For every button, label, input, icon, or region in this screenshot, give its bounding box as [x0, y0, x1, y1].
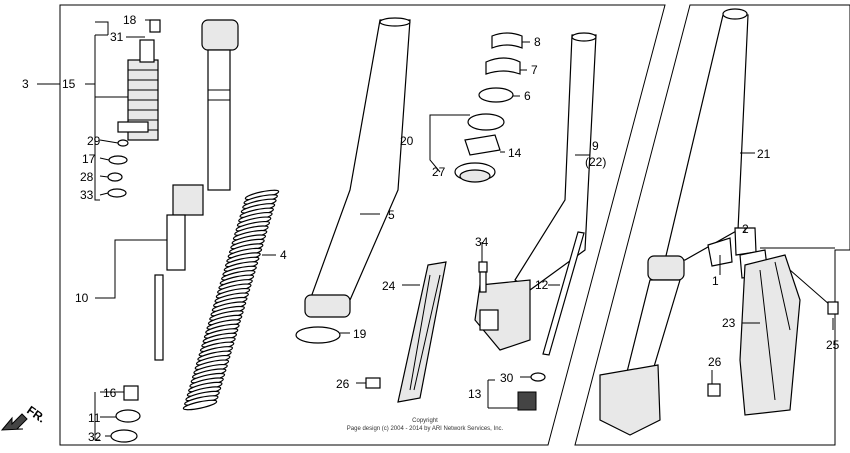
label-5: 5 — [388, 208, 395, 222]
label-23: 23 — [722, 316, 736, 330]
bolt-26a — [365, 377, 381, 389]
label-25: 25 — [826, 338, 840, 352]
bottom-bolt-parts — [110, 385, 141, 443]
label-18: 18 — [123, 13, 137, 27]
damper-rod — [154, 19, 239, 361]
fork-guard — [397, 261, 447, 403]
bolt-26b — [707, 383, 721, 397]
right-panel-outline — [574, 4, 850, 446]
bolt-25 — [827, 301, 839, 315]
fork-slider — [474, 32, 597, 351]
label-29: 29 — [87, 134, 101, 148]
seal-stack — [454, 32, 523, 183]
label-16: 16 — [103, 386, 117, 400]
complete-fork — [599, 8, 749, 436]
label-21: 21 — [757, 147, 771, 161]
rod-12 — [542, 231, 585, 356]
copyright-line2: Page design (c) 2004 - 2014 by ARI Netwo… — [347, 426, 504, 432]
drain-bolt-parts — [517, 372, 546, 411]
outer-tube — [304, 17, 411, 318]
label-33: 33 — [80, 188, 94, 202]
part-labels: 3 15 18 31 29 17 28 33 10 16 11 32 4 5 1… — [22, 13, 840, 444]
front-arrow: FR. — [0, 403, 48, 431]
label-19: 19 — [353, 327, 367, 341]
label-30: 30 — [500, 371, 514, 385]
label-10: 10 — [75, 291, 89, 305]
damper-cartridge — [117, 19, 161, 141]
label-24: 24 — [382, 279, 396, 293]
label-12: 12 — [535, 278, 549, 292]
label-32: 32 — [88, 430, 102, 444]
fork-spring — [182, 189, 280, 411]
label-9: 9 — [592, 139, 599, 153]
label-1: 1 — [712, 274, 719, 288]
left-panel-outline — [59, 4, 666, 446]
label-26b: 26 — [708, 355, 722, 369]
label-14: 14 — [508, 146, 522, 160]
o-ring-19 — [295, 326, 341, 344]
label-9-sub: (22) — [585, 155, 606, 169]
front-indicator-label: FR. — [24, 403, 48, 426]
label-3: 3 — [22, 77, 29, 91]
leader-lines — [37, 19, 834, 441]
fork-guard-23 — [739, 254, 831, 416]
label-6: 6 — [524, 89, 531, 103]
label-20: 20 — [400, 134, 414, 148]
label-4: 4 — [280, 248, 287, 262]
label-13: 13 — [468, 387, 482, 401]
label-17: 17 — [82, 152, 96, 166]
label-7: 7 — [531, 63, 538, 77]
small-washers — [107, 139, 129, 198]
spring-coil — [182, 399, 218, 411]
label-34: 34 — [475, 235, 489, 249]
label-2: 2 — [742, 222, 749, 236]
label-8: 8 — [534, 35, 541, 49]
label-26a: 26 — [336, 377, 350, 391]
label-11: 11 — [88, 411, 101, 425]
label-31: 31 — [110, 30, 124, 44]
label-27: 27 — [432, 165, 446, 179]
label-28: 28 — [80, 170, 94, 184]
copyright-line1: Copyright — [412, 418, 438, 424]
label-15: 15 — [62, 77, 76, 91]
bolt-34 — [478, 261, 488, 293]
